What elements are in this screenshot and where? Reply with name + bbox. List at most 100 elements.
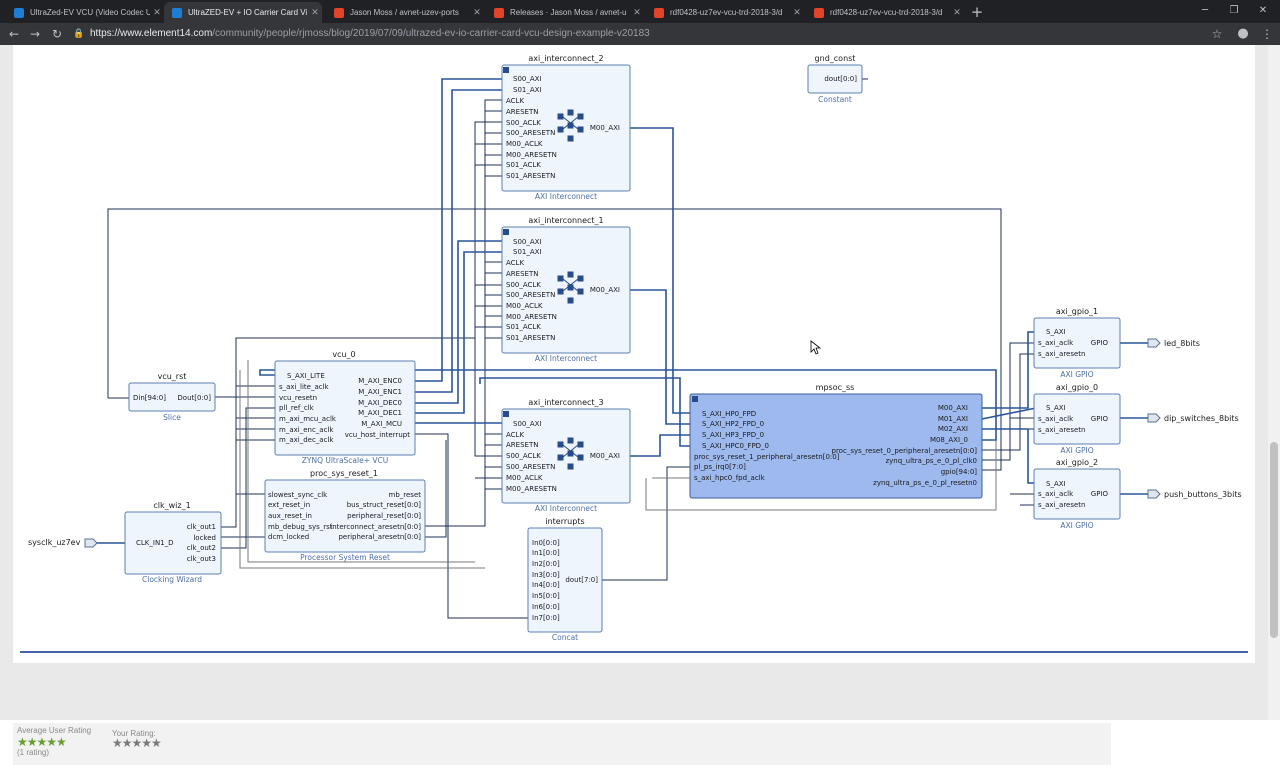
- menu-icon[interactable]: ⋮: [1261, 27, 1273, 41]
- block-mpsoc-ss[interactable]: mpsoc_ss S_AXI_HP0_FPD S_AXI_HP2_FPD_0 S…: [689, 383, 983, 499]
- block-body[interactable]: [1033, 468, 1121, 520]
- output-port-arrow-icon: [1147, 413, 1161, 423]
- address-bar[interactable]: https://www.element14.com/community/peop…: [90, 25, 650, 43]
- block-body[interactable]: [1033, 317, 1121, 369]
- port-label: clk_out2: [187, 544, 216, 552]
- block-axi-interconnect-3[interactable]: axi_interconnect_3 S00_AXI ACLK ARESETN …: [501, 398, 631, 513]
- expand-icon[interactable]: [503, 229, 509, 235]
- reload-icon[interactable]: ↻: [51, 27, 63, 41]
- port-label: M_AXI_MCU: [361, 420, 402, 428]
- port-label: GPIO: [1091, 339, 1109, 347]
- block-body[interactable]: [124, 511, 222, 575]
- block-body[interactable]: [128, 382, 216, 412]
- port-label: S00_ARESETN: [506, 291, 555, 299]
- external-port-sysclk[interactable]: sysclk_uz7ev: [28, 538, 98, 548]
- port-label: S00_ARESETN: [506, 463, 555, 471]
- port-label: ACLK: [506, 97, 524, 105]
- close-icon[interactable]: ✕: [473, 7, 481, 17]
- block-axi-interconnect-1[interactable]: axi_interconnect_1 S00_AXI S01_AXI ACLK …: [501, 216, 631, 363]
- block-axi-gpio-0[interactable]: axi_gpio_0 S_AXI s_axi_aclk s_axi_areset…: [1033, 383, 1121, 455]
- port-label: ACLK: [506, 431, 524, 439]
- block-type: AXI Interconnect: [535, 504, 597, 513]
- minimize-icon[interactable]: ─: [1201, 5, 1209, 16]
- port-label: M00_AXI: [590, 124, 620, 132]
- forward-icon[interactable]: →: [29, 27, 41, 41]
- block-vcu-0[interactable]: vcu_0 S_AXI_LITE s_axi_lite_aclk vcu_res…: [274, 350, 416, 465]
- new-tab-button[interactable]: +: [970, 3, 984, 21]
- port-label: S00_ARESETN: [506, 129, 555, 137]
- profile-icon[interactable]: ●: [1237, 26, 1249, 41]
- port-label: Din[94:0]: [133, 394, 166, 402]
- block-body[interactable]: [501, 226, 631, 354]
- port-label: GPIO: [1091, 490, 1109, 498]
- external-port-buttons[interactable]: push_buttons_3bits: [1147, 489, 1242, 499]
- port-label: ARESETN: [506, 108, 538, 116]
- block-gnd-const[interactable]: gnd_const dout[0:0] Constant: [807, 54, 863, 104]
- bookmark-star-icon[interactable]: ☆: [1211, 27, 1223, 41]
- close-icon[interactable]: ✕: [311, 7, 319, 17]
- your-rating-stars[interactable]: ★★★★★: [112, 736, 162, 750]
- restore-icon[interactable]: ❐: [1229, 5, 1239, 16]
- block-clk-wiz-1[interactable]: clk_wiz_1 CLK_IN1_D clk_out1 locked clk_…: [124, 501, 222, 584]
- port-label: proc_sys_reset_0_peripheral_aresetn[0:0]: [832, 447, 978, 455]
- block-axi-gpio-1[interactable]: axi_gpio_1 S_AXI s_axi_aclk s_axi_areset…: [1033, 307, 1121, 379]
- close-icon[interactable]: ✕: [633, 7, 641, 17]
- expand-icon[interactable]: [503, 67, 509, 73]
- block-axi-interconnect-2[interactable]: axi_interconnect_2 S00_AXI S01_AXI ACLK …: [501, 54, 631, 201]
- port-label: S01_ARESETN: [506, 172, 555, 180]
- block-interrupts[interactable]: interrupts In0[0:0] In1[0:0] In2[0:0] In…: [527, 517, 603, 642]
- port-label: ACLK: [506, 259, 524, 267]
- close-icon[interactable]: ✕: [953, 7, 961, 17]
- close-icon[interactable]: ✕: [153, 7, 161, 17]
- block-body[interactable]: [274, 360, 416, 456]
- port-label: In6[0:0]: [532, 603, 560, 611]
- browser-tab[interactable]: UltraZed-EV VCU (Video Codec U ✕: [6, 2, 164, 23]
- external-port-dips[interactable]: dip_switches_8bits: [1147, 413, 1239, 423]
- port-label: M00_AXI: [590, 286, 620, 294]
- port-label: peripheral_reset[0:0]: [347, 512, 421, 520]
- block-body[interactable]: [501, 408, 631, 504]
- axi-busses: [259, 78, 1148, 495]
- lock-icon[interactable]: 🔒: [73, 29, 85, 39]
- port-label: s_axi_aclk: [1038, 339, 1074, 347]
- port-label: interconnect_aresetn[0:0]: [330, 523, 421, 531]
- expand-icon[interactable]: [503, 411, 509, 417]
- port-label: S_AXI: [1046, 404, 1066, 412]
- browser-tab[interactable]: Releases · Jason Moss / avnet-u ✕: [486, 2, 644, 23]
- expand-icon[interactable]: [692, 396, 698, 402]
- port-label: M_AXI_DEC0: [358, 399, 402, 407]
- block-body[interactable]: [807, 64, 863, 94]
- browser-tab[interactable]: rdf0428-uz7ev-vcu-trd-2018-3/d ✕: [646, 2, 804, 23]
- port-label: M00_ARESETN: [506, 313, 557, 321]
- scrollbar-thumb[interactable]: [1270, 442, 1278, 638]
- port-label: In5[0:0]: [532, 592, 560, 600]
- browser-tab[interactable]: Jason Moss / avnet-uzev-ports ✕: [326, 2, 484, 23]
- block-body[interactable]: [527, 527, 603, 633]
- block-body[interactable]: [1033, 393, 1121, 445]
- close-icon[interactable]: ✕: [793, 7, 801, 17]
- block-body[interactable]: [689, 393, 983, 499]
- block-body[interactable]: [501, 64, 631, 192]
- external-port-leds[interactable]: led_8bits: [1147, 338, 1200, 348]
- tab-title: Releases · Jason Moss / avnet-u: [510, 8, 627, 17]
- port-label: Dout[0:0]: [177, 394, 211, 402]
- block-title: proc_sys_reset_1: [310, 469, 378, 478]
- port-name: dip_switches_8bits: [1164, 414, 1239, 423]
- port-label: M00_AXI: [938, 404, 968, 412]
- block-title: mpsoc_ss: [816, 383, 855, 392]
- block-type: Slice: [163, 413, 181, 422]
- port-label: S01_AXI: [513, 86, 542, 94]
- port-label: clk_out1: [187, 523, 216, 531]
- port-label: aux_reset_in: [268, 512, 312, 520]
- browser-tab[interactable]: rdf0428-uz7ev-vcu-trd-2018-3/d ✕: [806, 2, 964, 23]
- browser-tab-active[interactable]: UltraZED-EV + IO Carrier Card Vi ✕: [164, 2, 322, 23]
- block-vcu-rst[interactable]: vcu_rst Din[94:0] Dout[0:0] Slice: [128, 372, 216, 422]
- port-label: s_axi_aresetn: [1038, 350, 1085, 358]
- block-proc-sys-reset-1[interactable]: proc_sys_reset_1 slowest_sync_clk ext_re…: [264, 469, 426, 562]
- back-icon[interactable]: ←: [8, 27, 20, 41]
- block-body[interactable]: [264, 479, 426, 553]
- close-window-icon[interactable]: ✕: [1258, 5, 1268, 16]
- block-axi-gpio-2[interactable]: axi_gpio_2 S_AXI s_axi_aclk s_axi_areset…: [1033, 458, 1121, 530]
- port-label: In0[0:0]: [532, 539, 560, 547]
- block-type: AXI Interconnect: [535, 192, 597, 201]
